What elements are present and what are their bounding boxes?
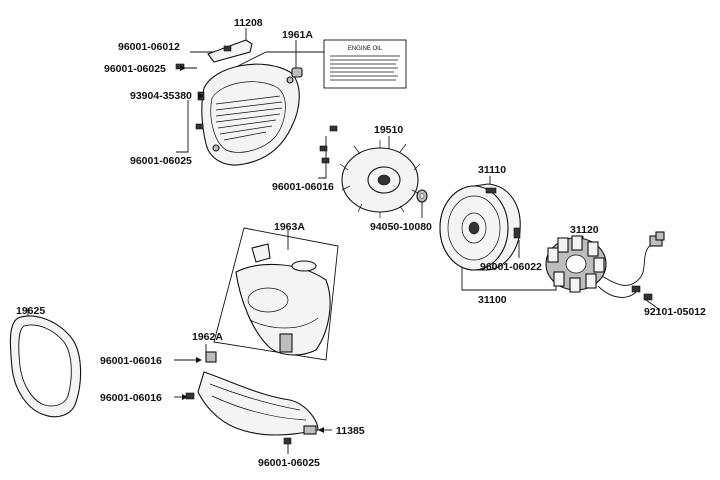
- oil-label-title: ENGINE OIL: [348, 46, 383, 52]
- bolts-fan: [319, 125, 338, 164]
- fan-cover: [201, 63, 300, 166]
- label-96001-06016-a: 96001-06016: [100, 355, 162, 367]
- bolt-92101-05012: [643, 293, 653, 301]
- grommet-1961a: [291, 67, 303, 78]
- label-11385: 11385: [336, 425, 365, 437]
- label-19510: 19510: [374, 124, 403, 136]
- shroud-1963a: [213, 227, 339, 361]
- label-1962a: 1962A: [192, 331, 223, 343]
- label-96001-06025-top: 96001-06025: [104, 63, 166, 75]
- nut-94050-10080: [416, 189, 428, 203]
- stator: [545, 231, 665, 298]
- bolt-96001-06022: [513, 227, 521, 239]
- label-11208: 11208: [234, 17, 263, 29]
- label-19625: 19625: [16, 305, 45, 317]
- label-92101-05012: 92101-05012: [644, 306, 706, 318]
- gasket-19625: [9, 315, 82, 418]
- label-94050-10080: 94050-10080: [370, 221, 432, 233]
- label-96001-06016-top: 96001-06016: [272, 181, 334, 193]
- label-96001-06025-mid: 96001-06025: [130, 155, 192, 167]
- cooling-fan: [339, 140, 421, 218]
- label-96001-06022: 96001-06022: [480, 261, 542, 273]
- label-96001-06025-bot: 96001-06025: [258, 457, 320, 469]
- label-96001-06016-b: 96001-06016: [100, 392, 162, 404]
- label-93904-35380: 93904-35380: [130, 90, 192, 102]
- flywheel: [439, 183, 521, 271]
- label-31110: 31110: [478, 164, 506, 176]
- label-1961a: 1961A: [282, 29, 313, 41]
- leader-arrowheads: [180, 65, 324, 433]
- lower-cover-1962a: [185, 351, 319, 445]
- engine-oil-label: ENGINE OIL: [323, 39, 407, 89]
- label-1963a: 1963A: [274, 221, 305, 233]
- part-labels: 11208 96001-06012 1961A 96001-06025 9390…: [16, 17, 706, 469]
- label-96001-06012: 96001-06012: [118, 41, 180, 53]
- label-31120: 31120: [570, 224, 599, 236]
- label-31100: 31100: [478, 294, 507, 306]
